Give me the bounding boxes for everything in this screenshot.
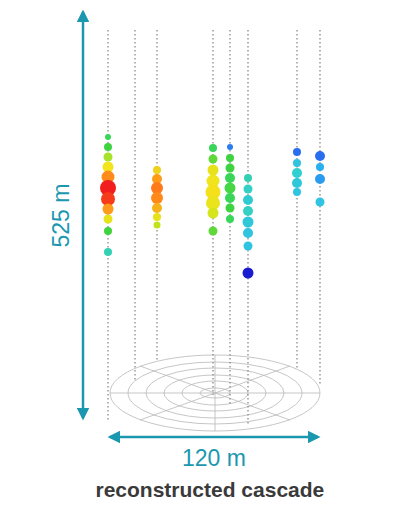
detector-strings <box>108 30 320 425</box>
dimension-arrows <box>83 12 318 437</box>
detector-base <box>110 355 320 431</box>
dimension-label: 525 m <box>48 181 75 249</box>
dimension-label: 120 m <box>180 445 248 472</box>
hit-doms <box>100 134 325 279</box>
caption: reconstructed cascade <box>94 478 327 502</box>
